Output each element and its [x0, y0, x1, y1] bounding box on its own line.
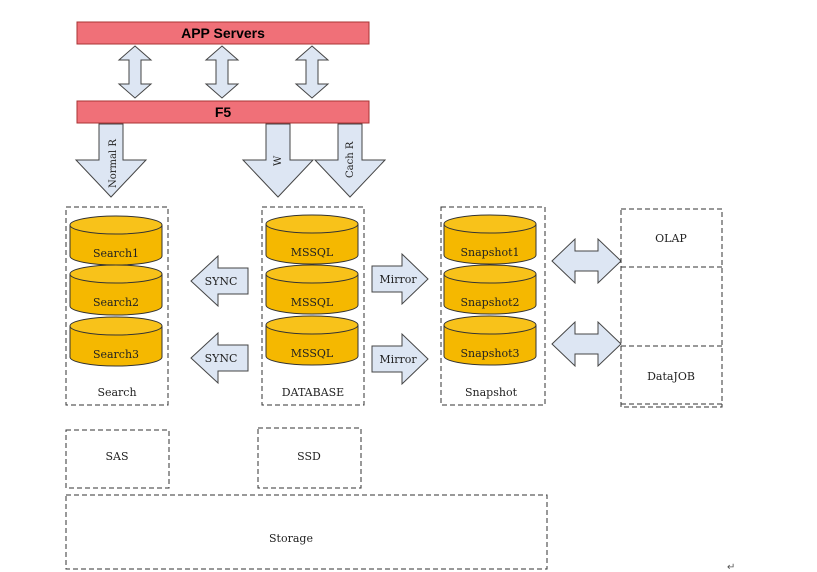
db-cylinder: MSSQL — [265, 315, 359, 366]
olap-label: OLAP — [655, 232, 687, 245]
write-label: W — [273, 155, 284, 166]
sas-label: SAS — [105, 450, 128, 463]
double-arrow-1 — [118, 45, 152, 99]
snapshot-group-label: Snapshot — [465, 386, 518, 399]
normal-read-arrow: Normal R — [74, 123, 148, 198]
mirror-arrow-2: Mirror — [371, 332, 429, 386]
double-arrow-3 — [295, 45, 329, 99]
cache-read-label: Cach R — [345, 141, 356, 178]
olap-datajob-group: OLAP DataJOB — [620, 208, 723, 408]
db-cylinder: MSSQL — [265, 264, 359, 315]
sync-label-1: SYNC — [205, 275, 238, 288]
mirror-label-1: Mirror — [379, 273, 417, 286]
search2-label: Search2 — [93, 296, 139, 309]
double-arrow-datajob — [551, 320, 622, 368]
db-cylinder: Search3 — [69, 316, 163, 367]
double-arrow-2 — [205, 45, 239, 99]
database-group: MSSQL MSSQL MSSQL DATABASE — [261, 206, 365, 406]
database-group-label: DATABASE — [282, 386, 344, 399]
db-cylinder: Snapshot3 — [443, 315, 537, 366]
cache-read-arrow: Cach R — [313, 123, 387, 198]
write-arrow: W — [241, 123, 315, 198]
snapshot-group: Snapshot1 Snapshot2 Snapshot3 Snapshot — [440, 206, 546, 406]
mssql2-label: MSSQL — [291, 296, 334, 309]
f5-bar: F5 — [76, 100, 370, 124]
storage-box: Storage — [65, 494, 548, 570]
db-cylinder: Snapshot1 — [443, 214, 537, 265]
db-cylinder: Search2 — [69, 264, 163, 316]
normal-read-label: Normal R — [108, 139, 119, 188]
ssd-box: SSD — [257, 427, 362, 489]
snapshot3-label: Snapshot3 — [461, 347, 520, 360]
app-servers-label: APP Servers — [181, 25, 265, 41]
search3-label: Search3 — [93, 348, 139, 361]
snapshot1-label: Snapshot1 — [461, 246, 520, 259]
mirror-label-2: Mirror — [379, 353, 417, 366]
search-group: Search1 Search2 Search3 Search — [65, 206, 169, 406]
snapshot2-label: Snapshot2 — [461, 296, 520, 309]
sas-box: SAS — [65, 429, 170, 489]
search1-label: Search1 — [93, 247, 139, 260]
double-arrow-olap — [551, 237, 622, 285]
storage-label: Storage — [269, 532, 313, 545]
db-cylinder: MSSQL — [265, 214, 359, 265]
paragraph-mark-icon: ↵ — [727, 562, 735, 572]
f5-label: F5 — [215, 104, 232, 120]
sync-label-2: SYNC — [205, 352, 238, 365]
db-cylinder: Search1 — [69, 215, 163, 266]
mssql3-label: MSSQL — [291, 347, 334, 360]
app-servers-bar: APP Servers — [76, 21, 370, 45]
sync-arrow-2: SYNC — [190, 331, 249, 385]
ssd-label: SSD — [297, 450, 321, 463]
sync-arrow-1: SYNC — [190, 254, 249, 308]
mssql1-label: MSSQL — [291, 246, 334, 259]
db-cylinder: Snapshot2 — [443, 264, 537, 315]
search-group-label: Search — [97, 386, 136, 399]
datajob-label: DataJOB — [647, 370, 695, 383]
mirror-arrow-1: Mirror — [371, 252, 429, 306]
